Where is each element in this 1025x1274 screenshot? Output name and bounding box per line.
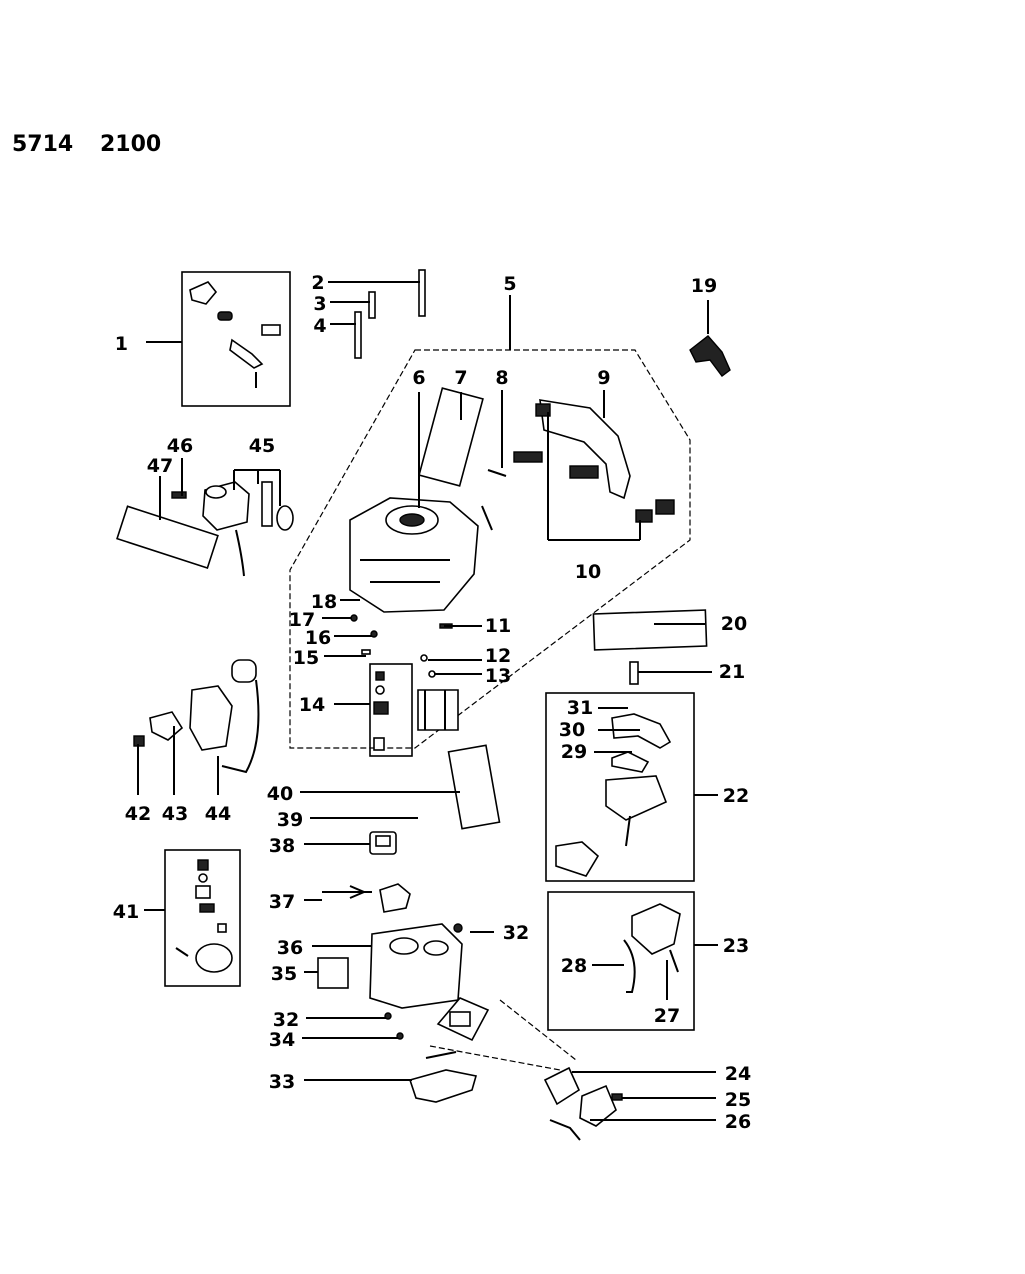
float-parts [417,689,459,731]
callout-19: 19 [691,275,717,297]
plate-7 [418,387,484,487]
callout-30: 30 [559,719,585,741]
screw-4 [354,311,362,359]
callout-18: 18 [311,591,337,613]
callout-9: 9 [597,367,610,389]
kit-1-parts [189,281,281,388]
choke-assembly-22 [555,713,672,877]
callout-35: 35 [271,963,297,985]
carburetor-body-6 [349,497,479,613]
carburetor-assembly-outline [289,349,691,749]
callout-11: 11 [485,615,511,637]
callout-42: 42 [125,803,151,825]
callout-29: 29 [561,741,587,763]
callout-41: 41 [113,901,139,923]
kit-41-parts [175,859,233,973]
callout-39: 39 [277,809,303,831]
callout-2: 2 [311,272,324,294]
callout-8: 8 [495,367,508,389]
screw-3 [368,291,376,319]
screw-2 [418,269,426,317]
solenoid-44 [133,659,260,774]
gasket-24 [429,997,581,1106]
linkage-9 [513,399,675,523]
callout-46: 46 [167,435,193,457]
callout-45: 45 [249,435,275,457]
lever-19 [689,335,731,377]
page-code: 5714 [12,132,74,157]
kit-box-14 [369,663,413,757]
callout-5: 5 [503,273,516,295]
callout-20: 20 [721,613,747,635]
callout-40: 40 [267,783,293,805]
lever-33 [408,1051,478,1103]
callout-14: 14 [299,694,325,716]
assembly-box-23 [547,891,695,1031]
callout-38: 38 [269,835,295,857]
callout-22: 22 [723,785,749,807]
callout-37: 37 [269,891,295,913]
callout-13: 13 [485,665,511,687]
callout-7: 7 [454,367,467,389]
pump-assembly-45 [202,481,294,577]
callout-23: 23 [723,935,749,957]
kit-box-41 [164,849,241,987]
callout-6: 6 [412,367,425,389]
callout-26: 26 [725,1111,751,1133]
kit-14-parts [373,671,389,751]
group-code: 2100 [100,132,162,157]
tool-card-20 [592,609,708,651]
cover-26 [549,1084,623,1141]
callout-1: 1 [115,333,128,355]
callout-32b: 32 [273,1009,299,1031]
callout-32a: 32 [503,922,529,944]
callout-36: 36 [277,937,303,959]
callout-21: 21 [719,661,745,683]
callout-47: 47 [147,455,173,477]
callout-16: 16 [305,627,331,649]
throttle-assembly-23 [623,903,681,993]
leader-lines [137,281,718,1121]
callout-15: 15 [293,647,319,669]
callout-25: 25 [725,1089,751,1111]
callout-43: 43 [162,803,188,825]
small-parts [171,469,639,1040]
assembly-box-22 [545,692,695,882]
callout-27: 27 [654,1005,680,1027]
callout-3: 3 [313,293,326,315]
callout-4: 4 [313,315,326,337]
throttle-body-36 [322,883,463,1009]
callout-28: 28 [561,955,587,977]
callout-24: 24 [725,1063,751,1085]
kit-box-1 [181,271,291,407]
callout-labels: 1 2 3 4 5 6 7 8 9 10 11 12 13 14 15 16 1… [113,272,751,1133]
callout-12: 12 [485,645,511,667]
callout-44: 44 [205,803,231,825]
callout-17: 17 [289,609,315,631]
callout-34: 34 [269,1029,295,1051]
plate-40 [447,744,501,830]
tool-card-47 [116,505,219,570]
gasket-35 [317,957,349,989]
callout-10: 10 [575,561,601,583]
callout-31: 31 [567,697,593,719]
callout-33: 33 [269,1071,295,1093]
